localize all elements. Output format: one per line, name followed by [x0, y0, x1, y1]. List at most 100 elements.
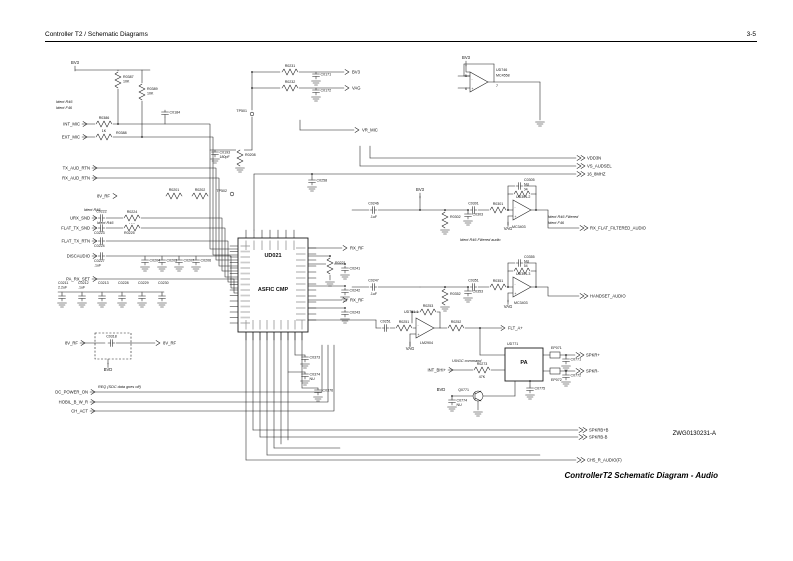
arrow-chevron — [583, 293, 589, 299]
capacitor-ref: C0203 — [167, 259, 178, 263]
resistor-ref: R0351 — [493, 279, 504, 283]
arrow-chevron — [344, 69, 350, 75]
signal-label-SPKRB-B: SPKRB-B — [589, 435, 608, 440]
note-label: Ident F46 — [56, 106, 73, 110]
component-mask — [489, 206, 507, 214]
junction-dot — [444, 209, 446, 211]
opamp-ref: UD301-2 — [516, 195, 530, 199]
signal-label-SPKR+: SPKR+ — [586, 353, 600, 358]
component-mask — [469, 205, 478, 215]
junction-dot — [411, 311, 413, 313]
capacitor-value: NU — [524, 183, 530, 187]
junction-dot — [467, 286, 469, 288]
resistor-ref: R0273 — [477, 362, 488, 366]
component-mask — [515, 258, 524, 268]
junction-dot — [467, 209, 469, 211]
power-label: BVD — [437, 387, 446, 392]
component-mask — [236, 149, 244, 167]
junction-dot — [535, 209, 537, 211]
component-mask — [369, 205, 378, 215]
ic-ref: UD021 — [264, 253, 281, 259]
arrow-chevron — [500, 325, 506, 331]
capacitor-ref: C0230 — [158, 281, 169, 285]
signal-label-SPKRB+B: SPKRB+B — [589, 428, 609, 433]
arrow-chevron — [92, 276, 98, 282]
arrow-chevron — [575, 368, 581, 374]
component-mask — [469, 282, 478, 292]
resistor-ref: R0232 — [285, 80, 296, 84]
transistor-ref: Q0771 — [458, 388, 469, 392]
component-mask — [97, 213, 106, 223]
capacitor-ref: C0222 — [96, 210, 107, 214]
power-label: BV3 — [416, 187, 425, 192]
signal-label-16_8MHZ: 16_8MHZ — [587, 172, 606, 177]
arrow-chevron — [580, 163, 586, 169]
capacitor-ref: C0775 — [535, 387, 546, 391]
arrow-chevron — [92, 165, 98, 171]
component-mask — [138, 83, 146, 101]
capacitor-ref: C0228 — [118, 281, 129, 285]
signal-wire-INT_MIC — [81, 123, 239, 250]
signal-label-VS_AUDSEL: VS_AUDSEL — [587, 164, 612, 169]
ic-name: ASFIC CMP — [258, 287, 289, 293]
note-label: Ident R46 — [97, 221, 114, 225]
arrow-chevron — [576, 171, 582, 177]
component-mask — [123, 214, 141, 222]
resistor-symbol — [489, 283, 507, 291]
power-label: RX_RF — [350, 246, 364, 251]
bead-EP071 — [549, 351, 561, 359]
capacitor-ref: C0223 — [94, 231, 105, 235]
arrow-chevron — [580, 155, 586, 161]
resistor-symbol — [447, 324, 465, 332]
junction-dot — [141, 136, 143, 138]
signal-wire-HOBIL_B_W_R — [89, 344, 329, 403]
component-mask — [281, 68, 299, 76]
signal-label-INT_MIC: INT_MIC — [63, 122, 80, 127]
component-mask — [515, 181, 524, 191]
resistor-symbol — [123, 224, 141, 232]
signal-label-FLAT_TX_RTN: FLAT_TX_RTN — [62, 239, 90, 244]
capacitor-ref: C0318 — [106, 335, 117, 339]
note-label: Ident R46 — [84, 208, 101, 212]
capacitor-ref: C0227 — [94, 259, 105, 263]
capacitor-value: 2.2uF — [58, 286, 68, 290]
resistor-ref: R0231 — [285, 64, 296, 68]
figure-caption: ControllerT2 Schematic Diagram - Audio — [564, 471, 718, 480]
resistor-ref: R0388 — [116, 131, 127, 135]
resistor-symbol — [513, 190, 531, 198]
signal-label-DC_POWER_ON: DC_POWER_ON — [55, 390, 88, 395]
opamp-plus: + — [515, 215, 517, 219]
capacitor-value: NU — [524, 260, 530, 264]
arrow-chevron — [578, 434, 584, 440]
resistor-value: 10K — [123, 80, 130, 84]
opamp-plus: + — [418, 333, 420, 337]
junction-dot — [344, 307, 346, 309]
capacitor-ref: C0184 — [170, 111, 181, 115]
component-mask — [95, 133, 113, 141]
arrow-chevron — [80, 340, 86, 346]
component-mask — [123, 224, 141, 232]
capacitor-ref: C0212 — [78, 281, 89, 285]
shield-box — [94, 332, 132, 360]
arrow-chevron — [578, 427, 584, 433]
power-label: INT_BHI+ — [427, 368, 446, 373]
signal-label-PA_RX_SET: PA_RX_SET — [66, 277, 90, 282]
signal-wire-EXT_MIC — [81, 136, 239, 256]
signal-label-URX_SND: URX_SND — [70, 216, 90, 221]
pin-number: 7 — [496, 84, 498, 88]
resistor-ref: R0352 — [450, 292, 461, 296]
signal-wire-CH_ACT — [89, 344, 335, 412]
component-mask — [97, 223, 106, 233]
resistor-symbol — [281, 68, 299, 76]
junction-dot — [535, 286, 537, 288]
signal-wire-URX_SND — [91, 217, 239, 272]
arrow-chevron — [354, 127, 360, 133]
resistor-symbol — [191, 192, 209, 200]
capacitor-ref: C0301 — [468, 202, 479, 206]
resistor-value: 47K — [479, 375, 486, 379]
capacitor-value: .1uF — [78, 286, 86, 290]
capacitor-ref: C0353 — [473, 290, 484, 294]
arrow-chevron — [580, 457, 586, 463]
arrow-chevron — [344, 85, 350, 91]
